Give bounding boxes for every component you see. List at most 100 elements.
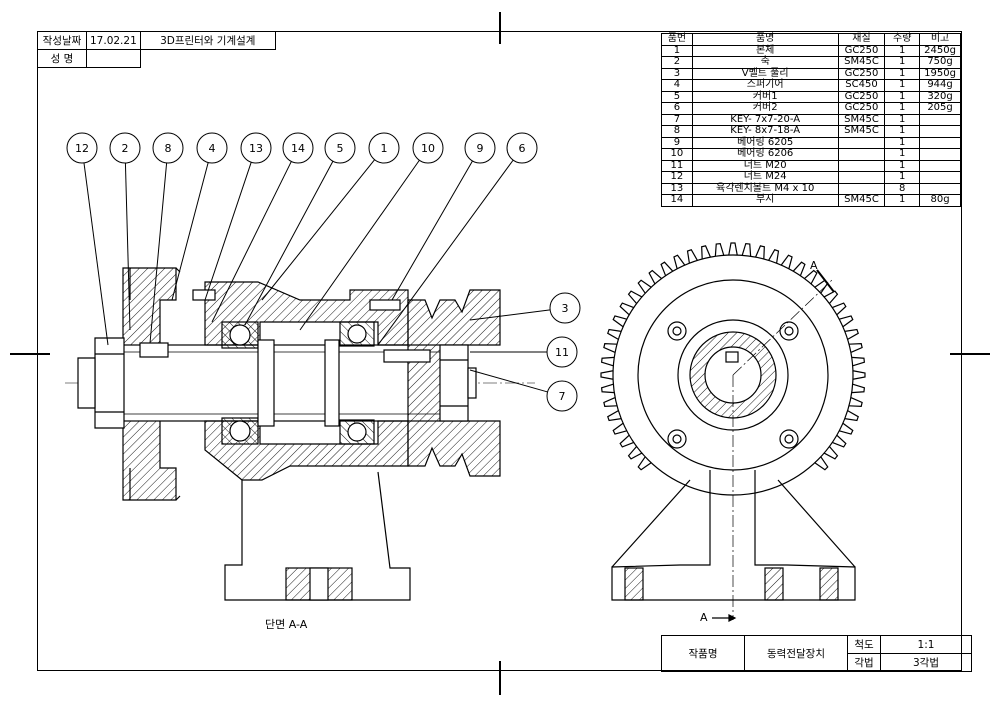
gear-tooth [792, 261, 806, 276]
gear-teeth [600, 242, 866, 471]
product-label: 작품명 [661, 635, 745, 672]
gear-tooth [823, 290, 839, 304]
parts-cell [919, 148, 961, 161]
gear-tooth [780, 254, 793, 269]
section-marker-top: A [810, 259, 818, 272]
section-view [65, 267, 535, 601]
gear-tooth [851, 356, 866, 367]
balloon-leader [83, 162, 109, 346]
balloon-circle [549, 292, 581, 324]
gear-tooth [612, 315, 627, 328]
parts-cell: 육각렌치볼트 M4 x 10 [691, 182, 839, 195]
parts-cell [919, 125, 961, 138]
gear-tooth [627, 290, 643, 304]
gear-tooth [844, 328, 859, 340]
parts-header-cell: 품명 [691, 33, 839, 46]
balloon-leader [149, 162, 168, 344]
parts-cell: SM45C [837, 125, 886, 138]
balloon-circle [368, 132, 400, 164]
balloon-circle [546, 336, 578, 368]
gear-tooth [839, 422, 854, 435]
balloon-number: 5 [337, 142, 344, 155]
gear-tooth [832, 434, 847, 448]
gear-tooth [627, 446, 643, 460]
gear-tooth [714, 242, 725, 257]
balloon-number: 3 [562, 302, 569, 315]
gear-tooth [832, 302, 847, 316]
gear-tooth [848, 397, 863, 407]
parts-cell: 80g [919, 194, 961, 207]
parts-cell [837, 182, 886, 195]
balloon-number: 14 [291, 142, 305, 155]
gear-tooth [673, 254, 686, 269]
balloon-leader [469, 309, 551, 321]
balloon-number: 11 [555, 346, 569, 359]
gear-tooth [648, 269, 662, 285]
balloon-number: 13 [249, 142, 263, 155]
bottom-center-mark [499, 661, 501, 695]
parts-cell: 1 [884, 194, 921, 207]
gear-tooth [600, 356, 615, 367]
balloon-leader [211, 161, 292, 323]
gear-tooth [768, 249, 780, 264]
name-value [86, 49, 141, 68]
right-center-mark [950, 353, 990, 355]
gear-tooth [619, 434, 634, 448]
gear-tooth [844, 410, 859, 422]
balloon-number: 8 [165, 142, 172, 155]
parts-header-cell: 재질 [837, 33, 886, 46]
parts-header-cell: 비고 [919, 33, 961, 46]
course-title: 3D프린터와 기계설계 [139, 31, 276, 50]
section-marker-bottom: A [700, 611, 708, 624]
gear-tooth [804, 269, 818, 285]
gear-tooth [637, 279, 652, 294]
scale-label: 척도 [847, 635, 881, 654]
balloon-circle [66, 132, 98, 164]
gear-tooth [600, 383, 615, 394]
parts-cell [837, 171, 886, 184]
balloon-number: 2 [122, 142, 129, 155]
parts-cell: 부시 [691, 194, 839, 207]
parts-cell: 8 [661, 125, 693, 138]
left-center-mark [10, 353, 50, 355]
name-label: 성 명 [37, 49, 87, 68]
gear-tooth [823, 446, 839, 460]
gear-tooth [637, 456, 652, 471]
gear-tooth [741, 242, 752, 257]
balloon-circle [196, 132, 228, 164]
balloon-leader [124, 162, 131, 331]
side-view [600, 242, 866, 622]
balloon-number: 10 [421, 142, 435, 155]
date-value: 17.02.21 [86, 31, 141, 50]
date-label: 작성날짜 [37, 31, 87, 50]
gear-tooth [619, 302, 634, 316]
gear-tooth [848, 343, 863, 353]
balloon-circle [282, 132, 314, 164]
parts-cell [919, 136, 961, 149]
header-block: 작성날짜 17.02.21 3D프린터와 기계설계 성 명 [37, 31, 276, 68]
gear-tooth [612, 422, 627, 435]
balloon-circle [324, 132, 356, 164]
gear-tooth [851, 383, 866, 394]
gear-tooth [686, 249, 698, 264]
bolt-holes [667, 321, 799, 449]
balloon-circle [464, 132, 496, 164]
parts-cell: 1 [661, 44, 693, 57]
gear-tooth [603, 397, 618, 407]
parts-cell: 1 [884, 125, 921, 138]
gear-tooth [603, 343, 618, 353]
parts-cell: GC250 [837, 44, 886, 57]
balloon-circle [412, 132, 444, 164]
parts-cell: KEY- 8x7-18-A [691, 125, 839, 138]
parts-cell: 1 [884, 171, 921, 184]
parts-cell [837, 136, 886, 149]
